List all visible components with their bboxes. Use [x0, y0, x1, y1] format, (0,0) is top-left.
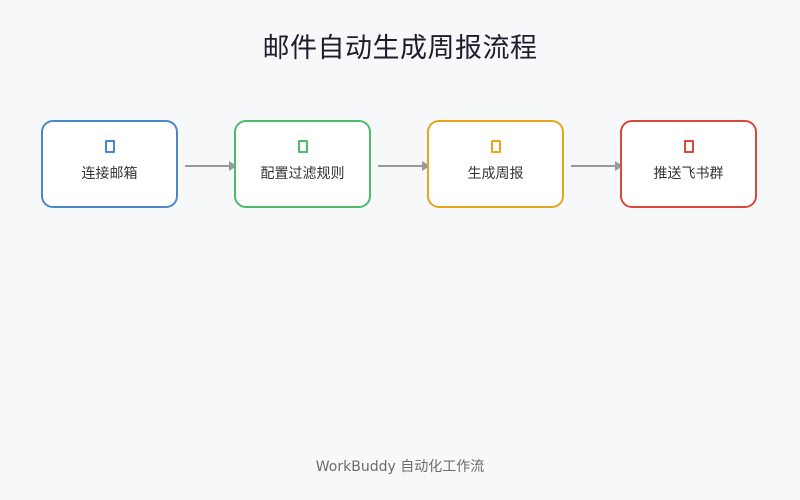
arrow-connector: [185, 161, 237, 171]
report-icon: [490, 140, 501, 153]
mail-icon: [104, 140, 115, 153]
step-label: 配置过滤规则: [260, 166, 345, 182]
filter-icon: [297, 140, 308, 153]
step-push-to-feishu-group: 推送飞书群: [620, 120, 757, 208]
step-generate-weekly-report: 生成周报: [427, 120, 564, 208]
step-label: 生成周报: [467, 166, 524, 182]
step-configure-filter-rules: 配置过滤规则: [234, 120, 371, 208]
arrow-connector: [378, 161, 430, 171]
page-title: 邮件自动生成周报流程: [262, 33, 538, 64]
step-connect-mailbox: 连接邮箱: [41, 120, 178, 208]
step-label: 连接邮箱: [81, 166, 138, 182]
step-label: 推送飞书群: [653, 166, 724, 182]
send-icon: [683, 140, 694, 153]
arrow-connector: [571, 161, 623, 171]
footer-caption: WorkBuddy 自动化工作流: [315, 459, 485, 475]
